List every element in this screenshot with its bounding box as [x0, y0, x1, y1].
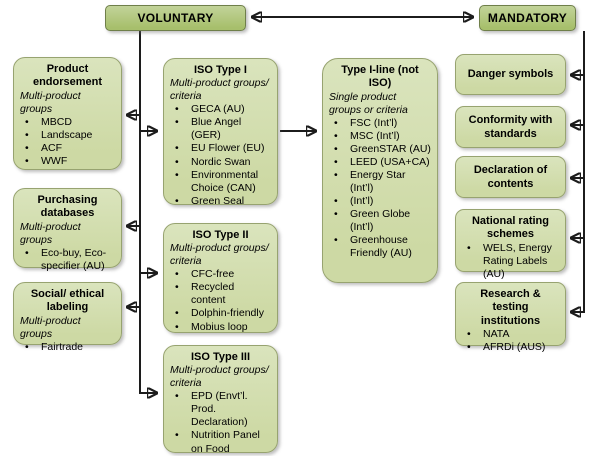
box-conformity-with-standards: Conformity with standards: [455, 106, 566, 148]
mandatory-header-label: MANDATORY: [487, 11, 568, 25]
bullet-item: AFRDi (AUS): [462, 341, 559, 354]
bullet-item: CFC-free: [170, 268, 271, 281]
bullet-item: LEED (USA+CA): [329, 156, 431, 169]
bullet-item: Eco-buy, Eco-specifier (AU): [20, 247, 115, 273]
box-subtitle: Multi-product groups: [20, 220, 81, 246]
bullet-item: Nutrition Panel on Food: [170, 429, 271, 455]
box-title: ISO Type I: [194, 64, 247, 76]
box-title: ISO Type III: [190, 351, 251, 363]
bullet-item: Greenhouse Friendly (AU): [329, 234, 431, 260]
box-subtitle: Multi-product groups: [20, 314, 81, 340]
box-iso-type-2: ISO Type II Multi-product groups/ criter…: [163, 223, 278, 334]
box-subtitle: Multi-product groups: [20, 89, 81, 115]
box-title: ISO Type II: [192, 229, 249, 241]
box-title: Danger symbols: [467, 68, 554, 81]
box-purchasing-databases: Purchasing databases Multi-product group…: [13, 188, 122, 272]
bullet-item: FSC (Int’l): [329, 117, 431, 130]
bullet-list: EPD (Envt’l. Prod. Declaration) Nutritio…: [170, 390, 271, 455]
bullet-item: (Int’l): [329, 195, 431, 208]
bullet-item: MBCD: [20, 116, 115, 129]
box-title: Type I-line (not ISO): [341, 64, 419, 90]
bullet-list: MBCD Landscape ACF WWF: [20, 116, 115, 168]
box-social-ethical-labeling: Social/ ethical labeling Multi-product g…: [13, 282, 122, 354]
box-iso-type-1: ISO Type I Multi-product groups/ criteri…: [163, 58, 278, 208]
box-title: National rating schemes: [471, 215, 549, 241]
bullet-item: Green Seal: [170, 195, 271, 208]
voluntary-trunk-line: [139, 31, 157, 393]
bullet-item: GECA (AU): [170, 103, 271, 116]
voluntary-header-label: VOLUNTARY: [137, 11, 214, 25]
box-research-testing-institutions: Research & testing institutions NATA AFR…: [455, 282, 566, 354]
box-danger-symbols: Danger symbols: [455, 54, 566, 95]
bullet-item: Energy Star (Int’l): [329, 169, 431, 195]
box-title: Research & testing institutions: [480, 288, 541, 327]
box-national-rating-schemes: National rating schemes WELS, Energy Rat…: [455, 209, 566, 280]
bullet-item: EPD (Envt’l. Prod. Declaration): [170, 390, 271, 429]
bullet-item: EU Flower (EU): [170, 142, 271, 155]
bullet-item: MSC (Int’l): [329, 130, 431, 143]
bullet-item: Fairtrade: [20, 341, 115, 354]
box-title: Product endorsement: [32, 63, 103, 89]
bullet-item: Dolphin-friendly: [170, 307, 271, 320]
bullet-item: WWF: [20, 155, 115, 168]
bullet-list: WELS, Energy Rating Labels (AU): [462, 242, 559, 281]
bullet-item: Environmental Choice (CAN): [170, 169, 271, 195]
mandatory-header: MANDATORY: [479, 5, 576, 31]
box-title: Purchasing databases: [37, 194, 98, 220]
bullet-item: Nordic Swan: [170, 156, 271, 169]
bullet-item: Landscape: [20, 129, 115, 142]
box-declaration-of-contents: Declaration of contents: [455, 156, 566, 198]
bullet-item: NATA: [462, 328, 559, 341]
bullet-list: FSC (Int’l) MSC (Int’l) GreenSTAR (AU) L…: [329, 117, 431, 260]
voluntary-header: VOLUNTARY: [105, 5, 246, 31]
bullet-item: ACF: [20, 142, 115, 155]
box-subtitle: Multi-product groups/ criteria: [170, 77, 269, 103]
bullet-item: Green Globe (Int’l): [329, 208, 431, 234]
box-type-1-line: Type I-line (not ISO) Single product gro…: [322, 58, 438, 283]
box-subtitle: Multi-product groups/ criteria: [170, 364, 269, 390]
bullet-item: Blue Angel (GER): [170, 116, 271, 142]
bullet-list: Fairtrade: [20, 341, 115, 354]
bullet-list: CFC-free Recycled content Dolphin-friend…: [170, 268, 271, 333]
box-title: Conformity with standards: [468, 114, 553, 140]
box-subtitle: Multi-product groups/ criteria: [170, 242, 269, 268]
bullet-list: GECA (AU) Blue Angel (GER) EU Flower (EU…: [170, 103, 271, 207]
bullet-item: Recycled content: [170, 281, 271, 307]
box-product-endorsement: Product endorsement Multi-product groups…: [13, 57, 122, 170]
box-iso-type-3: ISO Type III Multi-product groups/ crite…: [163, 345, 278, 455]
mandatory-trunk-line: [571, 31, 585, 312]
bullet-list: Eco-buy, Eco-specifier (AU): [20, 247, 115, 273]
bullet-item: WELS, Energy Rating Labels (AU): [462, 242, 559, 281]
box-title: Declaration of contents: [473, 164, 548, 190]
bullet-list: NATA AFRDi (AUS): [462, 328, 559, 354]
box-subtitle: Single product groups or criteria: [329, 90, 408, 116]
box-title: Social/ ethical labeling: [30, 288, 105, 314]
bullet-item: GreenSTAR (AU): [329, 143, 431, 156]
bullet-item: Mobius loop: [170, 321, 271, 334]
